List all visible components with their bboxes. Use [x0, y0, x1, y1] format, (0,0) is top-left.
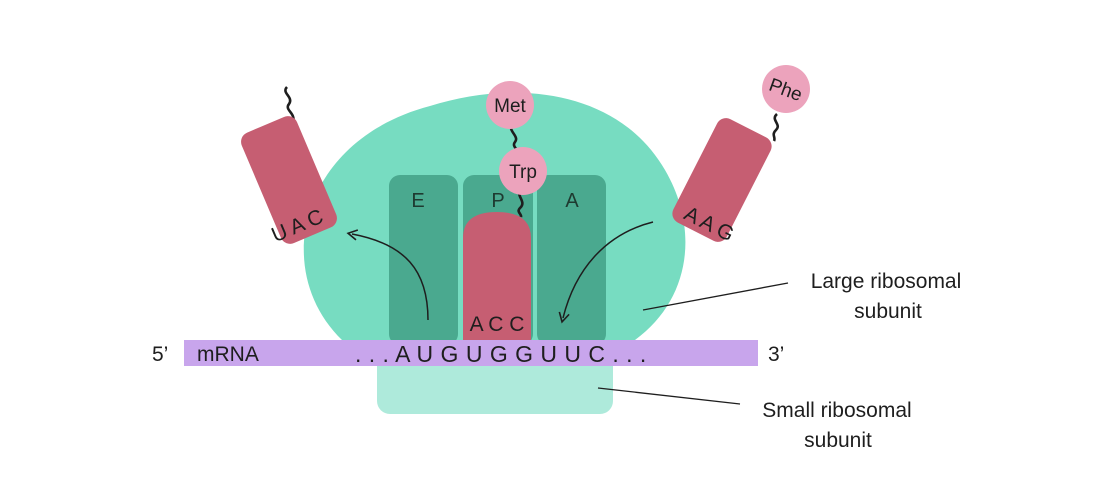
large-subunit-label-line2: subunit: [854, 300, 922, 323]
p-site-label: P: [491, 190, 504, 212]
large-subunit-callout-line: [642, 282, 789, 311]
small-subunit-label-line2: subunit: [804, 429, 872, 452]
mrna-label: mRNA: [197, 343, 259, 366]
e-site-column: [389, 175, 458, 345]
small-ribosomal-subunit: [377, 352, 613, 414]
large-subunit-label-line1: Large ribosomal: [811, 270, 962, 293]
mrna-five-prime: 5’: [152, 343, 168, 366]
mrna-three-prime: 3’: [768, 343, 784, 366]
e-site-label: E: [411, 190, 424, 212]
entry-arrow: [558, 221, 654, 324]
trp-label: Trp: [509, 162, 537, 183]
a-site-label: A: [565, 190, 579, 212]
met-label: Met: [494, 96, 526, 117]
phe-amino-acid: [762, 65, 810, 113]
p-site-trna: [463, 212, 531, 340]
a-site-column: [537, 175, 606, 345]
trp-amino-acid: [499, 147, 547, 195]
trp-trna-linker: [517, 189, 524, 218]
p-site-trna-anticodon: A C C: [470, 313, 525, 336]
exiting-trna: U A C: [241, 86, 337, 247]
incoming-trna: Phe A A G: [672, 65, 810, 246]
exit-arrow: [346, 229, 429, 321]
small-subunit-callout-line: [597, 387, 741, 405]
mrna-strand: [184, 340, 758, 366]
small-subunit-label-line1: Small ribosomal: [762, 399, 911, 422]
mrna-sequence: . . . A U G U G G U U C . . .: [355, 341, 647, 367]
met-amino-acid: [486, 81, 534, 129]
